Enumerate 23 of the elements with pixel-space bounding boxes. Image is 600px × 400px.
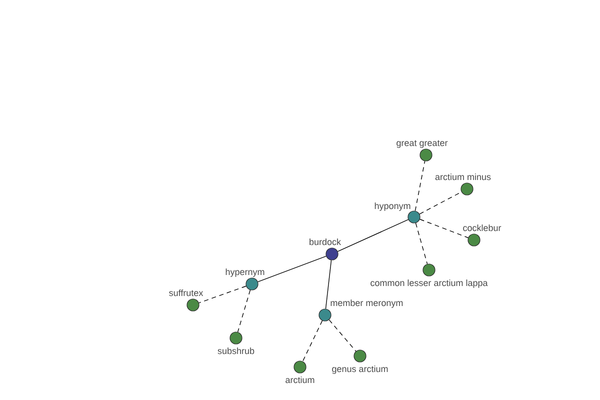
node-label: burdock: [310, 238, 342, 246]
connector-line: [258, 256, 326, 282]
node-label: suffrutex: [169, 290, 204, 296]
node-label: cocklebur: [463, 224, 502, 232]
connector-line: [415, 222, 428, 264]
node-label: common lesser arctium lappa: [370, 279, 488, 288]
node-label: subshrub: [218, 347, 254, 354]
connector-line: [337, 219, 409, 252]
connector-line: [302, 320, 323, 362]
node-label: hyponym: [374, 202, 410, 211]
connector-line: [414, 160, 426, 212]
connector-line: [237, 290, 251, 332]
node-label: member meronym: [330, 299, 403, 308]
connector-line: [420, 218, 468, 238]
node-label: genus arctium: [332, 365, 388, 374]
connector-line: [325, 260, 332, 310]
connector-line: [419, 192, 462, 214]
connector-line: [198, 286, 246, 304]
node-label: great greater: [396, 140, 448, 148]
node-label: arctium: [286, 376, 314, 384]
node-label: hypernym: [226, 268, 264, 277]
connector-line: [328, 319, 356, 352]
node-label: arctium minus: [435, 173, 491, 180]
